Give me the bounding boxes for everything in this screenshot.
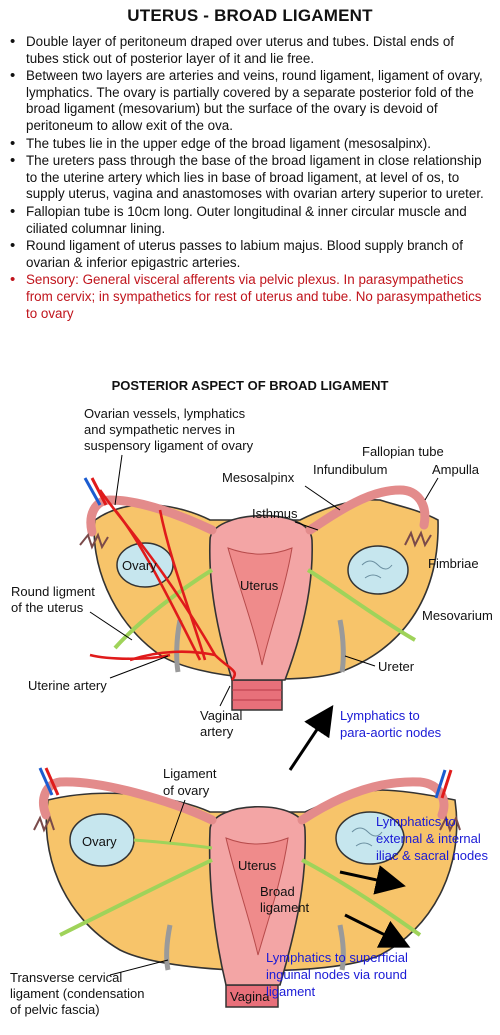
vagina-shape-1 — [231, 679, 283, 711]
round-ligament-right-1 — [306, 568, 416, 642]
label-vaginal-artery: artery — [200, 724, 234, 739]
ligament-of-ovary-2 — [133, 838, 213, 850]
label-broad-ligament: Broad — [260, 884, 295, 899]
label-uterus-2: Uterus — [238, 858, 277, 873]
ovary-texture-right-1 — [361, 560, 393, 579]
ovarian-vessels-top-2 — [38, 767, 453, 799]
fallopian-tube-right-1 — [305, 485, 430, 535]
label-lymph-iliac-sacral: Lymphatics to — [376, 814, 456, 829]
round-ligament-left-1 — [113, 568, 214, 650]
arteries-1 — [89, 489, 237, 681]
diagram-2-posterior — [33, 767, 461, 1008]
diagram-1-posterior — [79, 477, 439, 711]
label-lymph-inguinal: ligament — [266, 984, 316, 999]
leader-mesosalpinx — [304, 485, 341, 511]
leader-isthmus — [294, 521, 319, 531]
label-uterine-artery: Uterine artery — [28, 678, 107, 693]
label-broad-ligament: ligament — [260, 900, 310, 915]
leader-ovarian-vessels — [114, 454, 123, 506]
arrow-iliac-sacral — [339, 865, 406, 895]
fallopian-tube-left-2 — [39, 777, 217, 825]
leader-ampulla — [424, 477, 439, 501]
label-lymph-iliac-sacral: external & internal — [376, 831, 481, 846]
label-mesovarium: Mesovarium — [422, 608, 493, 623]
bullet-item: Round ligament of uterus passes to labiu… — [8, 238, 490, 271]
page-title: UTERUS - BROAD LIGAMENT — [127, 6, 373, 25]
label-vagina: Vagina — [230, 989, 270, 1004]
bullet-item: The ureters pass through the base of the… — [8, 153, 490, 203]
ureter-left-2 — [164, 924, 173, 971]
label-fallopian-tube: Fallopian tube — [362, 444, 444, 459]
vagina-stripes-1 — [232, 689, 282, 701]
label-uterus-1: Uterus — [240, 578, 279, 593]
label-isthmus: Isthmus — [252, 506, 298, 521]
ovary-right-1 — [347, 545, 409, 595]
ovary-right-2 — [335, 811, 405, 865]
ovarian-vessels-top-1 — [83, 477, 108, 506]
lymphatic-arrows — [288, 705, 411, 948]
ureter-right-2 — [337, 924, 346, 971]
ureter-right-1 — [337, 619, 346, 673]
label-ovarian-vessels: suspensory ligament of ovary — [84, 438, 254, 453]
uterine-cavity-2 — [225, 837, 289, 956]
label-ligament-of-ovary: of ovary — [163, 783, 210, 798]
bullet-item: Between two layers are arteries and vein… — [8, 68, 490, 134]
label-round-ligament: of the uterus — [11, 600, 84, 615]
label-fimbriae: Fimbriae — [428, 556, 479, 571]
bullet-item: Double layer of peritoneum draped over u… — [8, 34, 490, 67]
leader-ligament-of-ovary — [169, 799, 186, 843]
label-transverse-cervical: Transverse cervical — [10, 970, 122, 985]
label-vaginal-artery: Vaginal — [200, 708, 243, 723]
label-lymph-inguinal: inguinal nodes via round — [266, 967, 407, 982]
fimbriae-right-2 — [439, 815, 461, 833]
fimbriae-right-1 — [404, 530, 432, 548]
fimbriae-left-1 — [79, 532, 109, 550]
fimbriae-left-2 — [33, 815, 55, 833]
leader-vaginal-artery — [219, 685, 231, 707]
ovary-texture-right-2 — [351, 827, 383, 847]
ureter-left-1 — [174, 619, 183, 673]
leader-transverse-cervical — [109, 959, 169, 976]
label-round-ligament: Round ligment — [11, 584, 95, 599]
bullet-item: The tubes lie in the upper edge of the b… — [8, 136, 490, 153]
label-infundibulum: Infundibulum — [313, 462, 387, 477]
leader-uterine-artery — [109, 655, 169, 679]
label-lymph-para-aortic: para-aortic nodes — [340, 725, 442, 740]
label-ampulla: Ampulla — [432, 462, 480, 477]
label-ovarian-vessels: and sympathetic nerves in — [84, 422, 235, 437]
label-lymph-para-aortic: Lymphatics to — [340, 708, 420, 723]
bullet-item-sensory: Sensory: General visceral afferents via … — [8, 272, 490, 322]
label-ovarian-vessels: Ovarian vessels, lymphatics — [84, 406, 246, 421]
fallopian-tube-left-1 — [86, 495, 217, 537]
label-transverse-cervical: of pelvic fascia) — [10, 1002, 100, 1017]
label-lymph-inguinal: Lymphatics to superficial — [266, 950, 408, 965]
bullet-item: Fallopian tube is 10cm long. Outer longi… — [8, 204, 490, 237]
leader-round-ligament — [89, 611, 133, 641]
label-ovary-1: Ovary — [122, 558, 157, 573]
arrow-para-aortic — [288, 705, 334, 771]
leader-ureter — [344, 655, 376, 667]
diagram-2-labels: Ligament of ovary Ovary Uterus Broad lig… — [10, 766, 310, 1017]
label-ureter: Ureter — [378, 659, 415, 674]
bullet-list: Double layer of peritoneum draped over u… — [8, 34, 490, 323]
label-mesosalpinx: Mesosalpinx — [222, 470, 295, 485]
fallopian-tube-right-2 — [297, 777, 449, 825]
label-lymph-iliac-sacral: iliac & sacral nodes — [376, 848, 488, 863]
diagram-1-labels: Ovarian vessels, lymphatics and sympathe… — [11, 406, 493, 739]
diagram-subtitle: POSTERIOR ASPECT OF BROAD LIGAMENT — [111, 378, 389, 393]
uterine-cavity-1 — [227, 547, 293, 666]
round-ligament-left-2 — [59, 858, 213, 937]
label-ligament-of-ovary: Ligament — [163, 766, 217, 781]
label-ovary-2: Ovary — [82, 834, 117, 849]
arrow-inguinal — [344, 913, 411, 948]
label-transverse-cervical: ligament (condensation — [10, 986, 144, 1001]
lymphatic-labels: Lymphatics to para-aortic nodes Lymphati… — [266, 708, 488, 999]
